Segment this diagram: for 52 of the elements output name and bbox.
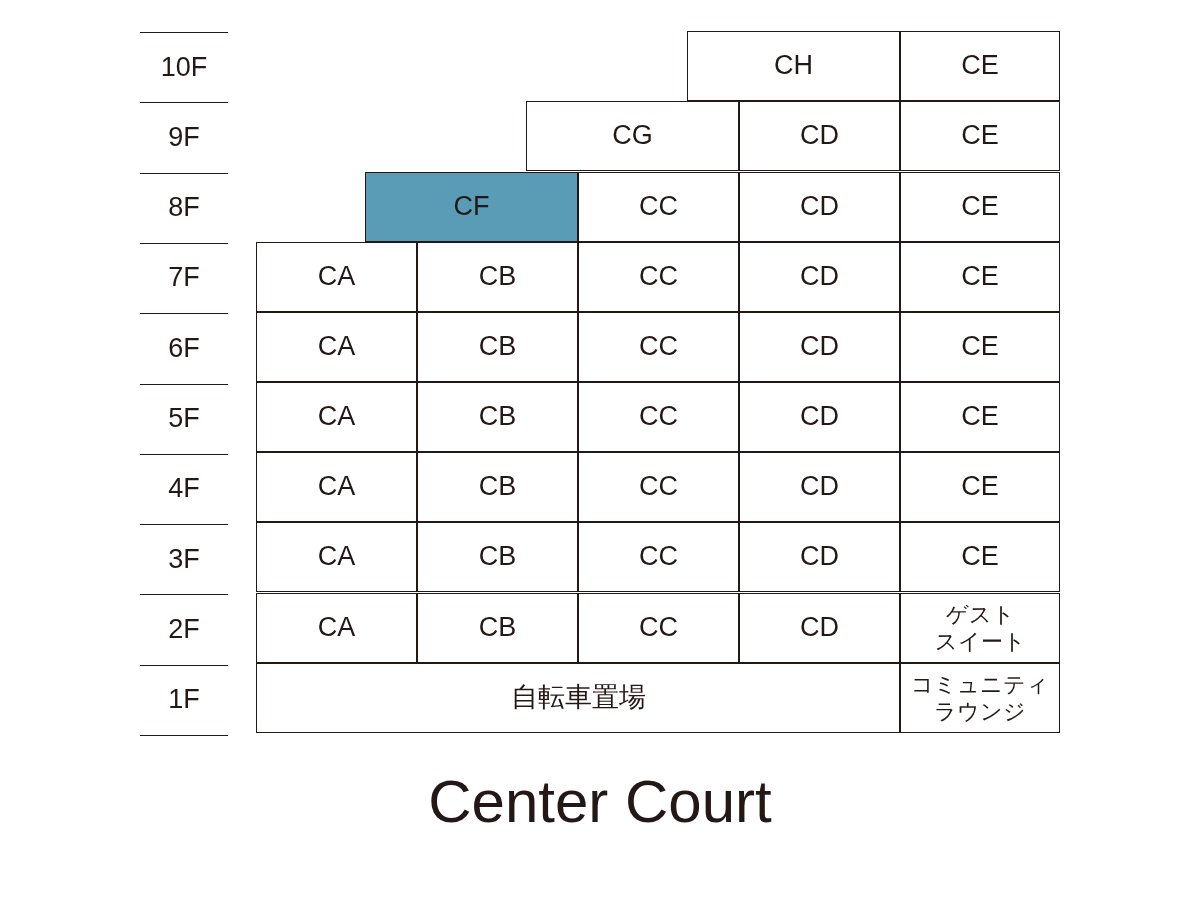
unit-box: CB [417, 242, 578, 312]
unit-box: CA [256, 382, 417, 452]
unit-box: CA [256, 522, 417, 592]
floor-label: 2F [168, 613, 200, 645]
unit-box: CB [417, 312, 578, 382]
title: Center Court [428, 766, 772, 836]
unit-box: CH [687, 31, 900, 101]
unit-box: CC [578, 242, 739, 312]
floor-label: 1F [168, 684, 200, 716]
unit-box: CD [739, 593, 900, 663]
unit-box: CE [900, 522, 1060, 592]
parking-area-box: 自転車置場 [256, 663, 900, 733]
floor-label: 8F [168, 192, 200, 224]
floor-label: 3F [168, 543, 200, 575]
unit-box: CE [900, 382, 1060, 452]
unit-box: CA [256, 242, 417, 312]
unit-box: CC [578, 593, 739, 663]
unit-box: CC [578, 172, 739, 242]
unit-box: CC [578, 312, 739, 382]
unit-box: CC [578, 522, 739, 592]
unit-box: CB [417, 522, 578, 592]
floor-label: 4F [168, 473, 200, 505]
unit-box: CE [900, 312, 1060, 382]
floor-label: 10F [160, 51, 208, 83]
floor-label: 9F [168, 121, 200, 153]
unit-box: CG [526, 101, 739, 171]
unit-box: CD [739, 452, 900, 522]
unit-box: CE [900, 101, 1060, 171]
unit-box: CD [739, 382, 900, 452]
room-box: コミュニティラウンジ [900, 663, 1060, 733]
unit-box: CE [900, 242, 1060, 312]
unit-box: CD [739, 172, 900, 242]
unit-box: CA [256, 593, 417, 663]
unit-box: CD [739, 242, 900, 312]
unit-box: CB [417, 452, 578, 522]
unit-box: CE [900, 172, 1060, 242]
unit-box: CC [578, 452, 739, 522]
floor-label: 6F [168, 332, 200, 364]
unit-box: CC [578, 382, 739, 452]
unit-box: CB [417, 382, 578, 452]
floor-label: 7F [168, 262, 200, 294]
room-box: ゲストスイート [900, 593, 1060, 663]
floor-label: 5F [168, 403, 200, 434]
unit-box: CD [739, 522, 900, 592]
unit-box: CE [900, 31, 1060, 101]
unit-box: CB [417, 593, 578, 663]
highlighted-unit-box: CF [365, 172, 578, 242]
unit-box: CE [900, 452, 1060, 522]
unit-box: CD [739, 101, 900, 171]
unit-box: CD [739, 312, 900, 382]
unit-box: CA [256, 312, 417, 382]
unit-box: CA [256, 452, 417, 522]
